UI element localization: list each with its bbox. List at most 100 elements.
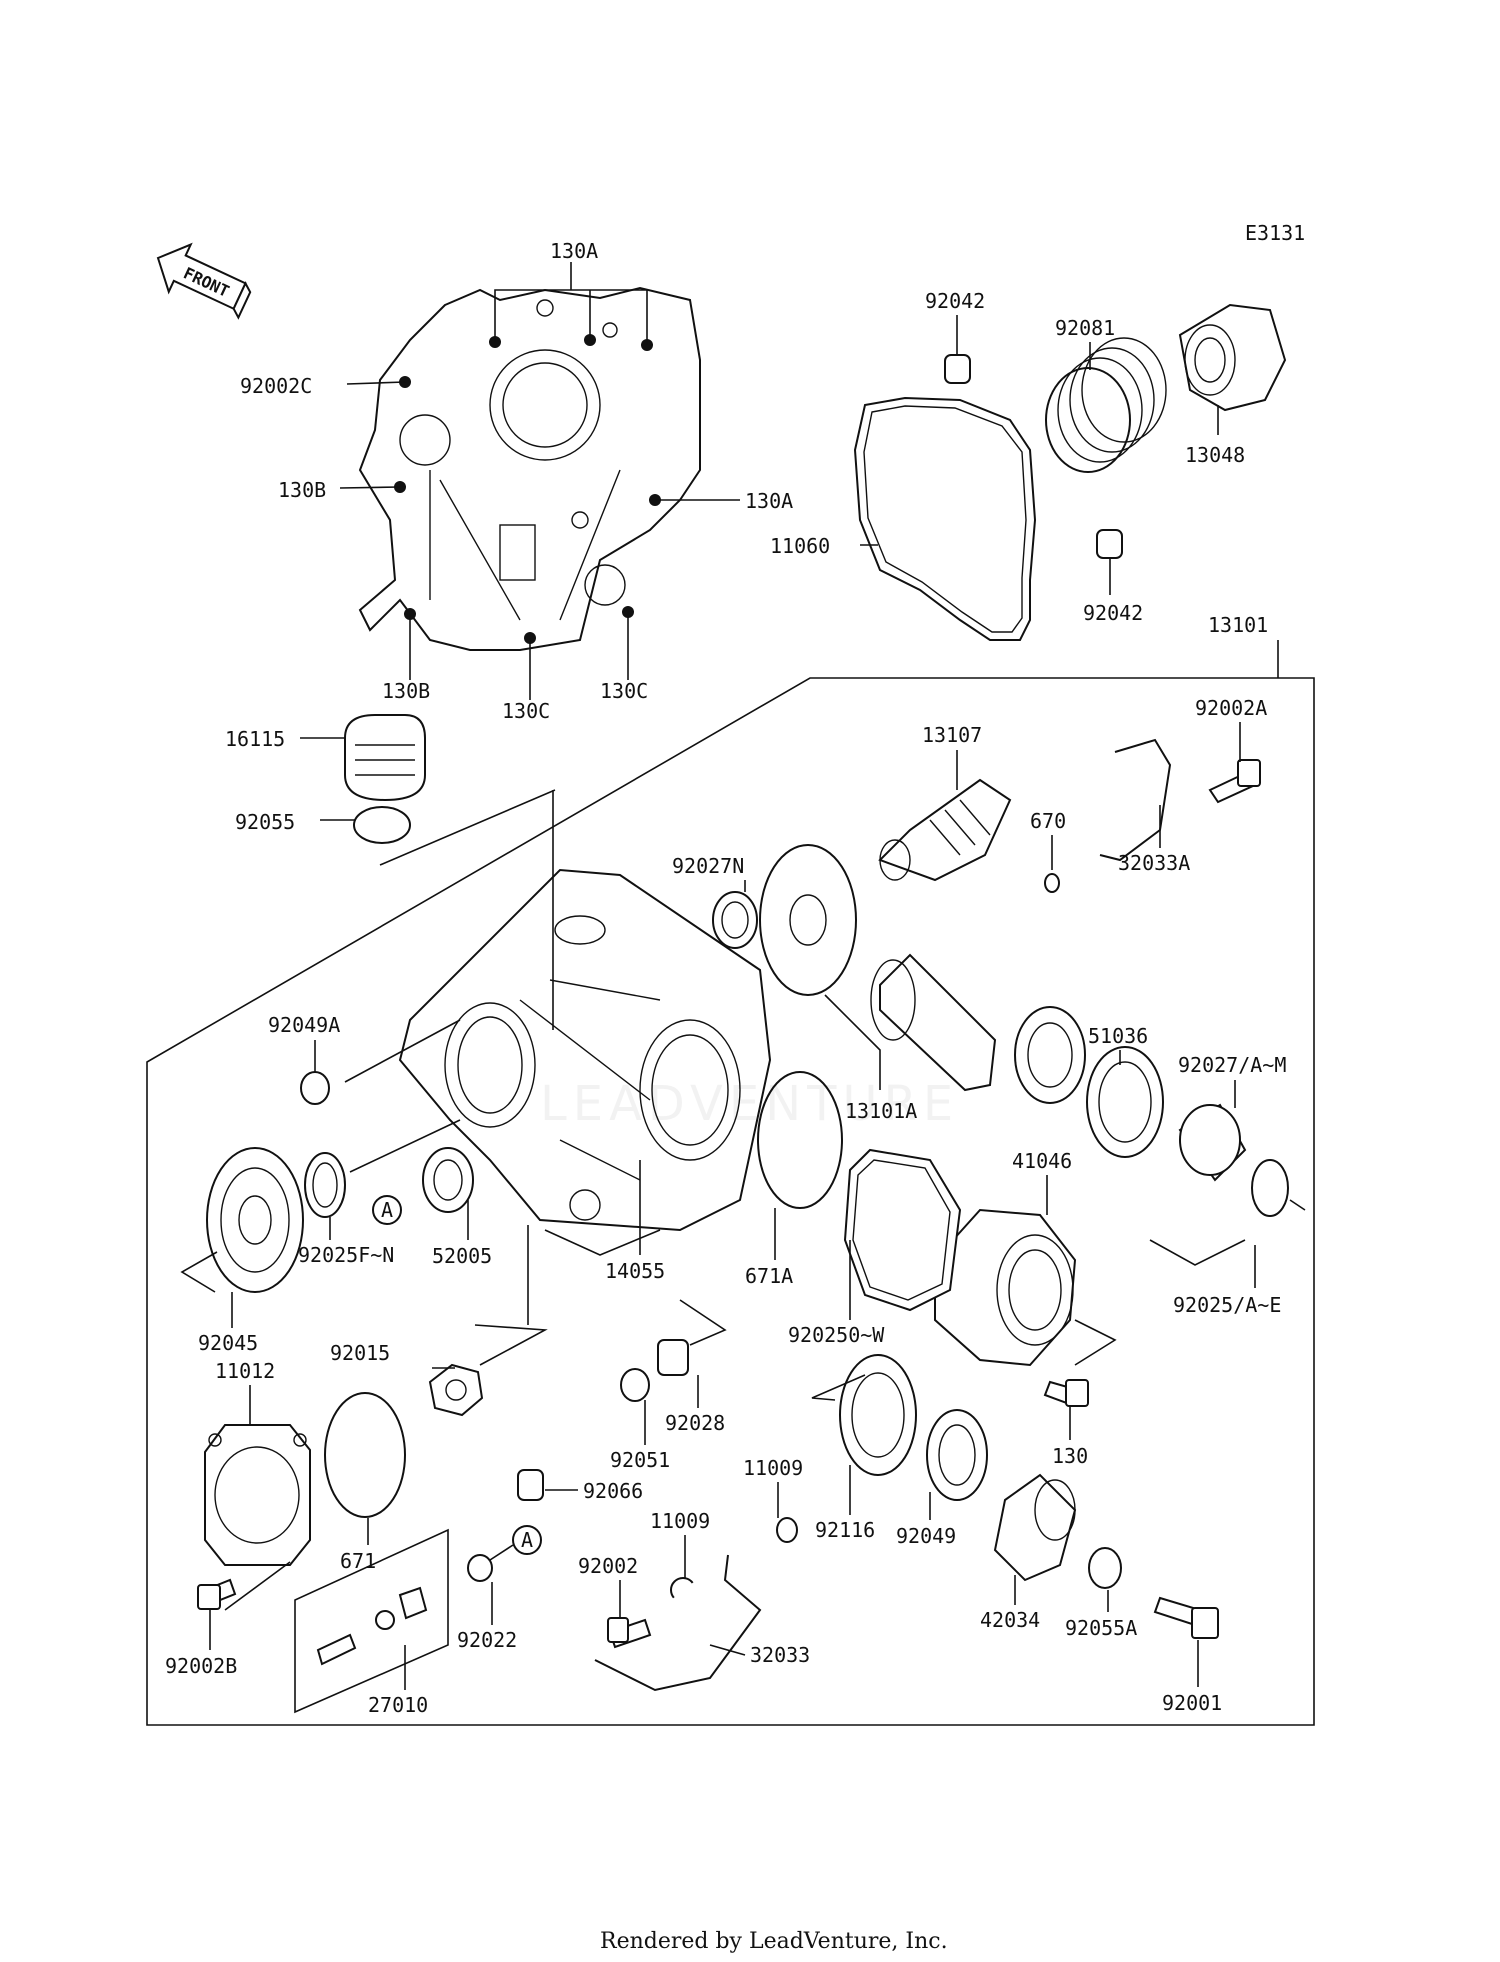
label-92066: 92066: [583, 1479, 643, 1503]
housing-14055: [398, 868, 772, 1232]
nut-92015: [428, 1363, 484, 1417]
label-670: 670: [1030, 809, 1066, 833]
label-92001: 92001: [1162, 1691, 1222, 1715]
label-671: 671: [340, 1549, 376, 1573]
bolt-92002A: [1208, 759, 1261, 804]
assembly-guide-6: [1289, 1199, 1306, 1211]
crankcase-cover: [358, 286, 701, 651]
leader-130B-left: [339, 486, 401, 489]
leader-92002C: [346, 381, 406, 385]
label-92055A: 92055A: [1065, 1616, 1137, 1640]
label-52005: 52005: [432, 1244, 492, 1268]
part-labels: 130A 92002C 130B 130A 130B 130C 130C 920…: [165, 239, 1286, 1717]
coupler-13048: [1178, 303, 1287, 412]
dowel-92042-top: [944, 354, 971, 384]
label-92049A: 92049A: [268, 1013, 340, 1037]
bolt-92001: [1153, 1596, 1219, 1639]
label-92028: 92028: [665, 1411, 725, 1435]
bearing-92045: [206, 1147, 304, 1293]
seal-92027N: [712, 891, 758, 949]
leader-13101A: [824, 994, 881, 1090]
assembly-guide-5: [1149, 1239, 1246, 1266]
assembly-guide-8: [180, 1251, 218, 1293]
label-92116: 92116: [815, 1518, 875, 1542]
bolt-130: [1043, 1379, 1089, 1407]
oring-671: [324, 1392, 406, 1518]
label-27010: 27010: [368, 1693, 428, 1717]
oring-92055A: [1088, 1547, 1122, 1589]
label-130B-left: 130B: [278, 478, 326, 502]
label-92002B: 92002B: [165, 1654, 237, 1678]
washer-92051: [620, 1368, 650, 1402]
sleeve-42034: [993, 1473, 1077, 1582]
case-41046: [934, 1208, 1077, 1367]
seal-92049A: [300, 1071, 330, 1105]
label-42034: 42034: [980, 1608, 1040, 1632]
label-130C-right: 130C: [600, 679, 648, 703]
kit-box-27010: [294, 1528, 449, 1714]
ref-marker-A-left-text: A: [381, 1198, 393, 1222]
seal-51036: [1086, 1046, 1164, 1158]
wire-32033: [594, 1554, 762, 1692]
gasket-11060: [853, 396, 1037, 641]
collar-52005: [422, 1147, 474, 1213]
assembly-guide-12: [679, 1299, 727, 1346]
bearing-92116: [839, 1354, 917, 1476]
label-92015: 92015: [330, 1341, 390, 1365]
collar-92027AM: [1178, 1103, 1247, 1182]
cover-11012: [204, 1424, 311, 1566]
label-13101A: 13101A: [845, 1099, 917, 1123]
assembly-box: [146, 677, 1315, 1726]
assembly-guide-4: [544, 1229, 661, 1256]
label-130C-left: 130C: [502, 699, 550, 723]
switch-27010: [316, 1586, 428, 1666]
label-32033: 32033: [750, 1643, 810, 1667]
label-92002A: 92002A: [1195, 696, 1267, 720]
label-92022: 92022: [457, 1628, 517, 1652]
label-130: 130: [1052, 1444, 1088, 1468]
oring-92055: [353, 806, 411, 844]
leader-130A-top: [494, 262, 648, 345]
assembly-guide-2: [344, 1019, 461, 1083]
label-92027N: 92027N: [672, 854, 744, 878]
collar-92028: [657, 1339, 689, 1376]
ref-marker-A-left: [372, 1195, 402, 1225]
cap-16115: [344, 714, 426, 802]
label-92027AM: 92027/A~M: [1178, 1053, 1286, 1077]
assembly-guide-3: [349, 1119, 461, 1173]
label-92045: 92045: [198, 1331, 258, 1355]
label-16115: 16115: [225, 727, 285, 751]
label-130B-bottom: 130B: [382, 679, 430, 703]
ref-marker-A-bottom: [512, 1525, 542, 1555]
label-92025AE: 92025/A~E: [1173, 1293, 1281, 1317]
wire-32033A: [1099, 738, 1172, 862]
gear-13101A: [759, 844, 857, 996]
dowel-92042-bottom: [1096, 529, 1123, 559]
label-32033A: 32033A: [1118, 851, 1190, 875]
shaft-13107: [878, 778, 1012, 882]
seal-92049: [926, 1409, 988, 1501]
label-41046: 41046: [1012, 1149, 1072, 1173]
assembly-guide-11: [224, 1561, 291, 1611]
washer-92022: [467, 1554, 493, 1582]
bevel-pinion: [870, 953, 997, 1092]
label-92055: 92055: [235, 810, 295, 834]
label-92042-top: 92042: [925, 289, 985, 313]
front-arrow-icon: FRONT: [156, 242, 252, 320]
label-130A-right: 130A: [745, 489, 793, 513]
gasket-920250W: [843, 1148, 962, 1312]
oring-670: [1044, 873, 1060, 893]
label-671A: 671A: [745, 1264, 793, 1288]
assembly-guide-7: [1074, 1319, 1117, 1366]
label-13048: 13048: [1185, 443, 1245, 467]
bolt-92002B: [197, 1578, 237, 1610]
label-92025FN: 92025F~N: [298, 1243, 394, 1267]
shim-92025AE: [1251, 1159, 1289, 1217]
label-13107: 13107: [922, 723, 982, 747]
label-11009-a: 11009: [743, 1456, 803, 1480]
label-92002: 92002: [578, 1554, 638, 1578]
label-92051: 92051: [610, 1448, 670, 1472]
leader-ref-A-bottom: [489, 1544, 514, 1561]
ref-marker-A-bottom-text: A: [521, 1528, 533, 1552]
assembly-guide-9: [474, 1324, 548, 1366]
